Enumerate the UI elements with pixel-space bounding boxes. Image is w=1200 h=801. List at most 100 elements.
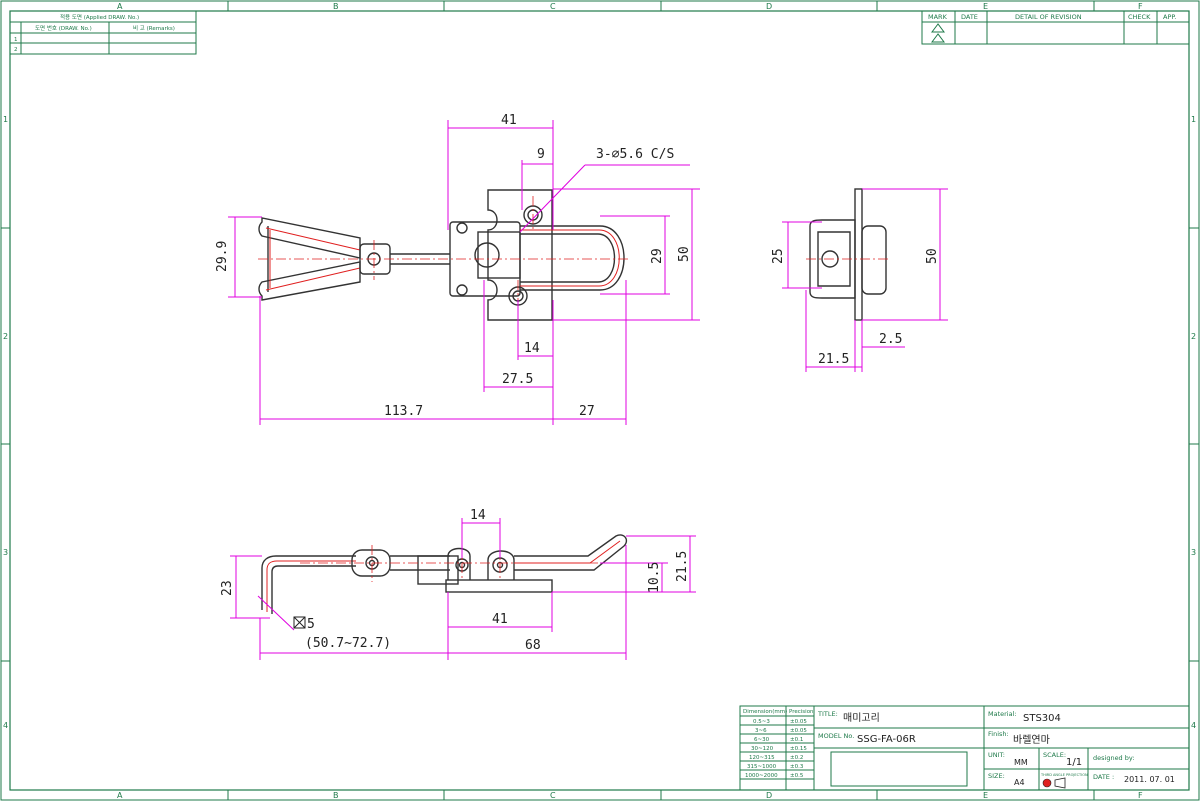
title-label: TITLE:: [817, 710, 838, 718]
zone-col-d-bottom: D: [766, 791, 772, 800]
material-value: STS304: [1023, 713, 1061, 724]
dim-top-27-5: 27.5: [502, 372, 533, 387]
applied-table-header: 적용 도면 (Applied DRAW. No.): [60, 13, 139, 21]
tolerance-row-4-value: ±0.15: [790, 746, 807, 752]
dim-front-23: 23: [220, 580, 235, 596]
dim-top-14: 14: [524, 341, 540, 356]
dim-side-2-5: 2.5: [879, 332, 902, 347]
zone-col-c-top: C: [550, 2, 556, 11]
dim-front-range: (50.7~72.7): [305, 636, 391, 651]
revision-header-app: APP.: [1163, 13, 1176, 21]
size-value: A4: [1014, 778, 1025, 787]
top-view: [258, 189, 630, 321]
designed-label: designed by:: [1093, 754, 1134, 762]
projection-symbol-icon: [1042, 777, 1066, 789]
logo-box: [830, 751, 968, 787]
tolerance-row-6-value: ±0.3: [790, 764, 804, 770]
tolerance-row-5-range: 120~315: [749, 755, 775, 761]
dim-side-50: 50: [925, 248, 940, 264]
tolerance-row-2-range: 3~6: [755, 728, 767, 734]
dim-front-41: 41: [492, 612, 508, 627]
size-label: SIZE:: [988, 772, 1005, 780]
tolerance-row-1-range: 0.5~3: [753, 719, 770, 725]
dim-top-50: 50: [677, 246, 692, 262]
applied-table-col-remarks: 비 고 (Remarks): [133, 24, 175, 32]
zone-row-2-right: 2: [1191, 332, 1196, 341]
tolerance-row-6-range: 315~1000: [747, 764, 777, 770]
zone-col-b-top: B: [333, 2, 339, 11]
top-view-dimensions: 41 9 3-⌀5.6 C/S 29.9 29 50 14 27.5: [215, 113, 700, 425]
revision-header-mark: MARK: [928, 13, 948, 21]
revision-header-detail: DETAIL OF REVISION: [1015, 13, 1082, 21]
date-label: DATE :: [1093, 773, 1114, 781]
side-view-dimensions: 25 50 2.5 21.5: [771, 188, 948, 372]
revision-triangle-icon: [931, 23, 945, 33]
applied-table-row-1: 1: [14, 37, 18, 43]
tolerance-header-precision: Precision: [789, 709, 814, 715]
revision-header-date: DATE: [961, 13, 978, 21]
unit-label: UNIT:: [988, 751, 1005, 759]
date-value: 2011. 07. 01: [1124, 775, 1175, 784]
zone-row-1-left: 1: [3, 115, 8, 124]
title-value: 매미고리: [843, 712, 880, 724]
zone-col-a-bottom: A: [117, 791, 123, 800]
finish-value: 바렐연마: [1013, 733, 1050, 746]
scale-value: 1/1: [1066, 757, 1082, 768]
zone-row-3-left: 3: [3, 548, 8, 557]
title-block: Dimension(mm) Precision 0.5~3 ±0.05 3~6 …: [739, 705, 1190, 791]
tolerance-row-2-value: ±0.05: [790, 728, 807, 734]
tolerance-row-7-value: ±0.5: [790, 773, 804, 779]
zone-col-a-top: A: [117, 2, 123, 11]
zone-col-b-bottom: B: [333, 791, 339, 800]
zone-col-f-bottom: F: [1138, 791, 1143, 800]
finish-label: Finish:: [988, 730, 1009, 738]
material-label: Material:: [988, 710, 1017, 718]
tolerance-row-7-range: 1000~2000: [745, 773, 778, 779]
dim-front-21-5: 21.5: [675, 551, 690, 582]
zone-row-1-right: 1: [1191, 115, 1196, 124]
front-view: [261, 534, 630, 614]
zone-col-d-top: D: [766, 2, 772, 11]
dim-front-14: 14: [470, 508, 486, 523]
zone-col-e-bottom: E: [983, 791, 988, 800]
zone-col-f-top: F: [1138, 2, 1143, 11]
dim-top-27: 27: [579, 404, 595, 419]
dim-front-square-5: 5: [307, 617, 315, 632]
side-view: [806, 188, 890, 321]
dim-top-29: 29: [650, 248, 665, 264]
revision-header-check: CHECK: [1128, 13, 1151, 21]
tolerance-header-dimension: Dimension(mm): [743, 709, 787, 715]
dim-side-21-5: 21.5: [818, 352, 849, 367]
zone-row-2-left: 2: [3, 332, 8, 341]
square-symbol-icon: [293, 616, 306, 629]
zone-row-4-right: 4: [1191, 721, 1196, 730]
dim-front-10-5: 10.5: [647, 562, 662, 593]
applied-table-col-drawno: 도면 번호 (DRAW. No.): [35, 24, 92, 32]
projection-label: THIRD ANGLE PROJECTION: [1040, 773, 1088, 777]
front-view-dimensions: 14 23 5 (50.7~72.7) 41 68 10.5 21.5: [220, 508, 696, 660]
tolerance-row-3-value: ±0.1: [790, 737, 803, 743]
zone-col-e-top: E: [983, 2, 988, 11]
model-value: SSG-FA-06R: [857, 734, 916, 745]
scale-label: SCALE:: [1043, 751, 1066, 759]
zone-col-c-bottom: C: [550, 791, 556, 800]
zone-row-3-right: 3: [1191, 548, 1196, 557]
applied-table-row-2: 2: [14, 47, 18, 53]
tolerance-row-4-range: 30~120: [751, 746, 774, 752]
dim-top-41: 41: [501, 113, 517, 128]
unit-value: MM: [1014, 758, 1028, 767]
dim-side-25: 25: [771, 248, 786, 264]
revision-triangle-icon-2: [931, 33, 945, 43]
tolerance-row-3-range: 6~30: [754, 737, 770, 743]
model-label: MODEL No.: [818, 732, 854, 740]
dim-top-9: 9: [537, 147, 545, 162]
dim-top-113-7: 113.7: [384, 404, 423, 419]
tolerance-row-1-value: ±0.05: [790, 719, 807, 725]
applied-drawing-table: 적용 도면 (Applied DRAW. No.) 도면 번호 (DRAW. N…: [9, 10, 197, 55]
dim-front-68: 68: [525, 638, 541, 653]
dim-top-29-9: 29.9: [215, 241, 230, 272]
zone-row-4-left: 4: [3, 721, 8, 730]
tolerance-row-5-value: ±0.2: [790, 755, 803, 761]
